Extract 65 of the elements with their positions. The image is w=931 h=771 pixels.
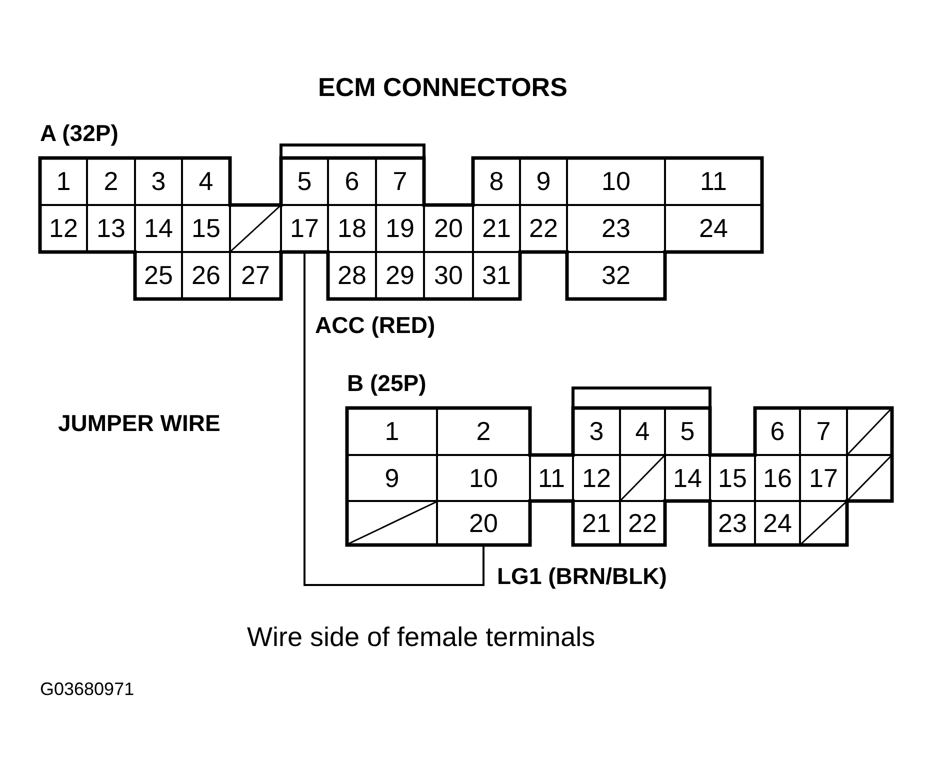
terminal-cavity: 20 xyxy=(424,205,473,252)
terminal-cavity: 14 xyxy=(135,205,182,252)
wire-color-label: ACC (RED) xyxy=(315,312,436,339)
terminal-cavity: 31 xyxy=(473,252,520,299)
terminal-cavity: 6 xyxy=(328,158,376,205)
terminal-cavity: 3 xyxy=(573,408,620,455)
blank-cavity xyxy=(620,455,665,501)
terminal-cavity: 30 xyxy=(424,252,473,299)
caption: Wire side of female terminals xyxy=(247,622,596,653)
terminal-cavity: 23 xyxy=(567,205,665,252)
terminal-cavity: 10 xyxy=(437,455,530,501)
diagram-title: ECM CONNECTORS xyxy=(318,72,568,103)
terminal-cavity: 2 xyxy=(437,408,530,455)
terminal-cavity: 11 xyxy=(530,455,573,501)
terminal-cavity: 15 xyxy=(182,205,230,252)
terminal-cavity: 17 xyxy=(281,205,328,252)
terminal-cavity: 1 xyxy=(40,158,87,205)
terminal-cavity: 27 xyxy=(230,252,281,299)
terminal-cavity: 28 xyxy=(328,252,376,299)
wire-color-label: LG1 (BRN/BLK) xyxy=(497,563,667,590)
blank-cavity xyxy=(347,501,437,545)
terminal-cavity: 24 xyxy=(665,205,762,252)
terminal-cavity: 12 xyxy=(40,205,87,252)
terminal-cavity: 4 xyxy=(620,408,665,455)
terminal-cavity: 21 xyxy=(573,501,620,545)
terminal-cavity: 5 xyxy=(665,408,710,455)
terminal-cavity: 9 xyxy=(520,158,567,205)
terminal-cavity: 17 xyxy=(800,455,847,501)
blank-cavity xyxy=(800,501,847,545)
terminal-cavity: 19 xyxy=(376,205,424,252)
terminal-cavity: 23 xyxy=(710,501,755,545)
terminal-cavity: 4 xyxy=(182,158,230,205)
terminal-cavity: 7 xyxy=(376,158,424,205)
figure-code: G03680971 xyxy=(40,679,134,700)
terminal-cavity: 10 xyxy=(567,158,665,205)
terminal-cavity: 22 xyxy=(520,205,567,252)
terminal-cavity: 20 xyxy=(437,501,530,545)
terminal-cavity: 13 xyxy=(87,205,135,252)
jumper-wire xyxy=(304,253,484,586)
terminal-cavity: 18 xyxy=(328,205,376,252)
terminal-cavity: 22 xyxy=(620,501,665,545)
terminal-cavity: 24 xyxy=(755,501,800,545)
terminal-cavity: 2 xyxy=(87,158,135,205)
terminal-cavity: 6 xyxy=(755,408,800,455)
terminal-cavity: 15 xyxy=(710,455,755,501)
terminal-cavity: 11 xyxy=(665,158,762,205)
terminal-cavity: 8 xyxy=(473,158,520,205)
terminal-cavity: 14 xyxy=(665,455,710,501)
terminal-cavity: 3 xyxy=(135,158,182,205)
terminal-cavity: 1 xyxy=(347,408,437,455)
terminal-cavity: 7 xyxy=(800,408,847,455)
terminal-cavity: 29 xyxy=(376,252,424,299)
terminal-cavity: 16 xyxy=(755,455,800,501)
terminal-cavity: 9 xyxy=(347,455,437,501)
terminal-cavity: 25 xyxy=(135,252,182,299)
connector-label: B (25P) xyxy=(347,370,426,397)
blank-cavity xyxy=(847,408,892,455)
blank-cavity xyxy=(847,455,892,501)
blank-cavity xyxy=(230,205,281,252)
terminal-cavity: 5 xyxy=(281,158,328,205)
terminal-cavity: 21 xyxy=(473,205,520,252)
wire-label: JUMPER WIRE xyxy=(58,410,220,437)
terminal-cavity: 12 xyxy=(573,455,620,501)
terminal-cavity: 26 xyxy=(182,252,230,299)
connector-label: A (32P) xyxy=(40,120,118,147)
